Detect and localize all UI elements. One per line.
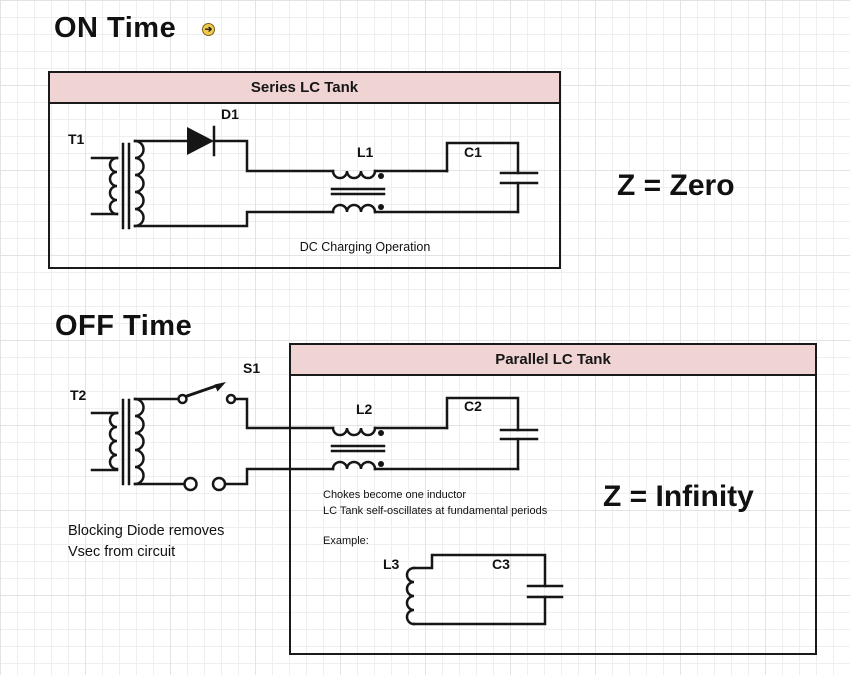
label-C3: C3 <box>492 556 510 572</box>
link-arrow-icon[interactable]: ➔ <box>202 23 215 36</box>
series-lc-tank-title: Series LC Tank <box>50 73 559 104</box>
parallel-lc-tank-box: Parallel LC Tank <box>289 343 817 655</box>
parallel-note-1: Chokes become one inductor <box>323 489 467 501</box>
series-caption: DC Charging Operation <box>299 240 431 254</box>
label-C1: C1 <box>464 144 482 160</box>
blocking-note-line1: Blocking Diode removes <box>68 523 225 539</box>
label-L3: L3 <box>383 556 400 572</box>
impedance-series-label: Z = Zero <box>617 169 735 202</box>
link-arrow-glyph: ➔ <box>204 24 213 34</box>
transformer-T2 <box>90 397 186 486</box>
heading-on-time: ON Time <box>54 12 177 44</box>
heading-off-time: OFF Time <box>55 310 193 342</box>
label-L2: L2 <box>356 401 373 417</box>
parallel-note-2: LC Tank self-oscillates at fundamental p… <box>323 505 548 517</box>
label-C2: C2 <box>464 398 482 414</box>
blocking-note: Blocking Diode removes Vsec from circuit <box>68 521 224 563</box>
label-D1: D1 <box>221 106 239 122</box>
label-L1: L1 <box>357 144 374 160</box>
parallel-lc-tank-title: Parallel LC Tank <box>291 345 815 376</box>
example-label: Example: <box>323 535 369 547</box>
blocking-note-line2: Vsec from circuit <box>68 544 176 560</box>
impedance-parallel-label: Z = Infinity <box>603 480 754 513</box>
label-T2: T2 <box>70 387 87 403</box>
label-T1: T1 <box>68 131 85 147</box>
label-S1: S1 <box>243 360 261 376</box>
series-lc-tank-box: Series LC Tank <box>48 71 561 269</box>
